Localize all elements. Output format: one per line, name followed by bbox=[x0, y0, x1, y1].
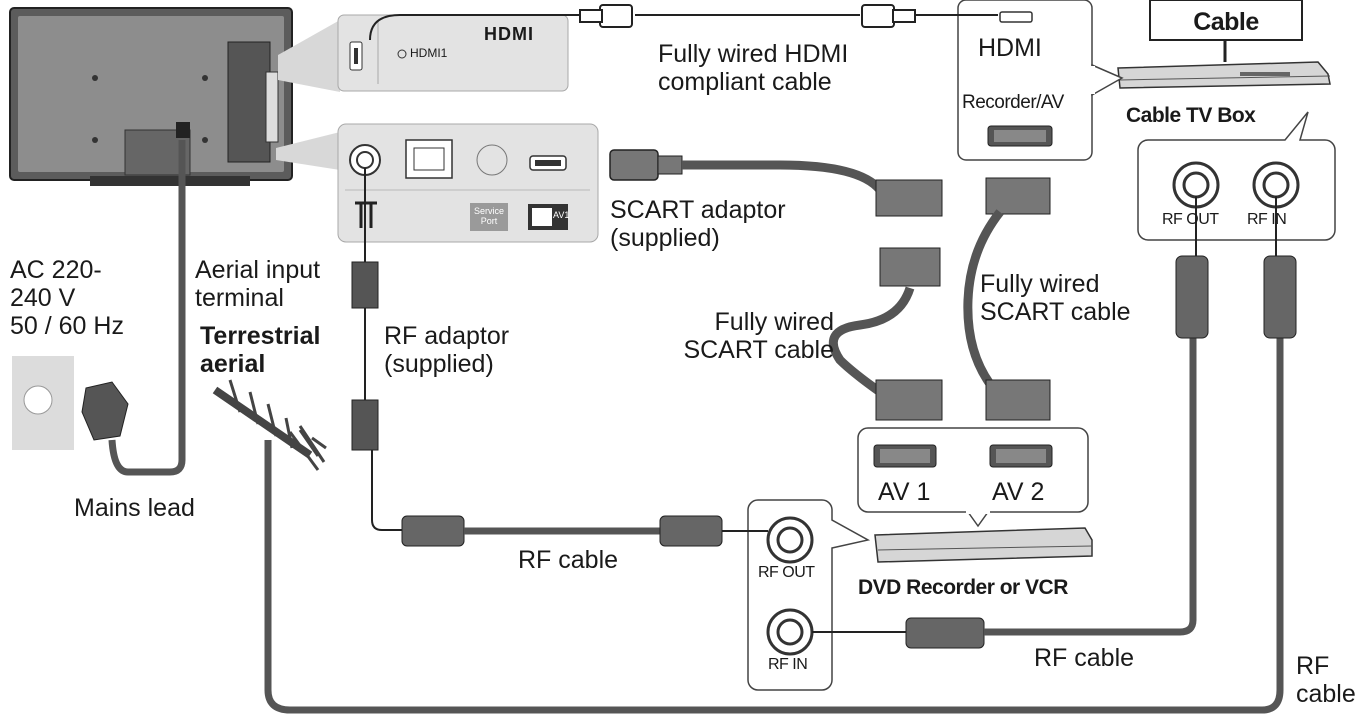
cable-tv-box-device bbox=[1117, 61, 1331, 89]
service-port-label: Service Port bbox=[473, 206, 504, 227]
rear-terminal-panel bbox=[337, 123, 599, 243]
dvd-rf-in-label: RF IN bbox=[768, 656, 808, 673]
scart-cable-left-label: Fully wired SCART cable bbox=[683, 308, 834, 364]
cable-source-box bbox=[1149, 0, 1303, 41]
rf-cable-middle bbox=[812, 196, 1209, 649]
cable-label: Cable bbox=[1193, 8, 1259, 36]
dvd-rf-callout bbox=[747, 499, 871, 691]
rf-adaptor-label: RF adaptor (supplied) bbox=[384, 322, 510, 378]
cable-box-rf-callout bbox=[1137, 111, 1336, 241]
cable-tv-box-label: Cable TV Box bbox=[1126, 104, 1256, 127]
rf-cable-middle-label: RF cable bbox=[1034, 644, 1135, 672]
scart-adaptor bbox=[609, 149, 683, 181]
rf-adaptor-lead bbox=[371, 450, 402, 531]
dvd-rf-out-label: RF OUT bbox=[758, 564, 815, 581]
rear-callout-wedge bbox=[276, 132, 340, 170]
scart-adaptor-label: SCART adaptor (supplied) bbox=[610, 196, 786, 252]
tv-back-panel bbox=[9, 7, 293, 186]
scart-cable-right-label: Fully wired SCART cable bbox=[980, 270, 1131, 326]
hdmi1-label: HDMI1 bbox=[410, 46, 448, 60]
rf-cable-right-label: RF cable bbox=[1296, 652, 1356, 708]
scart-adaptor-lead bbox=[682, 160, 884, 194]
scart-cable-right bbox=[963, 177, 1051, 421]
rf-cable-right bbox=[264, 196, 1297, 714]
hdmi-port-label: HDMI bbox=[978, 34, 1042, 62]
terrestrial-aerial-label: Terrestrial aerial bbox=[200, 322, 321, 378]
rf-adaptor bbox=[351, 168, 379, 451]
mains-lead-cable bbox=[108, 140, 186, 476]
dvd-recorder-label: DVD Recorder or VCR bbox=[858, 576, 1068, 599]
rf-cable-left-label: RF cable bbox=[518, 546, 619, 574]
cable-box-rf-out-label: RF OUT bbox=[1162, 211, 1219, 228]
recorder-av-callout bbox=[957, 0, 1124, 161]
mains-lead-label: Mains lead bbox=[74, 494, 195, 522]
cable-box-rf-in-label: RF IN bbox=[1247, 211, 1287, 228]
hdmi-cable-label: Fully wired HDMI compliant cable bbox=[658, 40, 849, 96]
aerial-input-label: Aerial input terminal bbox=[195, 256, 321, 312]
scart-cable-left bbox=[828, 179, 943, 421]
hdmi-plug-left bbox=[599, 4, 633, 28]
hdmi-callout-wedge bbox=[278, 20, 340, 92]
ac-power-label: AC 220- 240 V 50 / 60 Hz bbox=[10, 256, 124, 340]
wall-socket bbox=[12, 356, 129, 450]
rf-cable-left bbox=[401, 515, 768, 547]
av2-label: AV 2 bbox=[992, 478, 1045, 506]
dvd-recorder-device bbox=[874, 527, 1093, 563]
hdmi-plug-right bbox=[861, 4, 895, 28]
av-sockets-callout bbox=[857, 427, 1089, 528]
recorder-av-label: Recorder/AV bbox=[962, 92, 1064, 113]
av1-label: AV 1 bbox=[878, 478, 931, 506]
av1-mini-label: AV1 bbox=[553, 210, 570, 220]
hdmi-logo: HDMI bbox=[484, 24, 534, 44]
terrestrial-aerial-antenna bbox=[212, 379, 327, 471]
